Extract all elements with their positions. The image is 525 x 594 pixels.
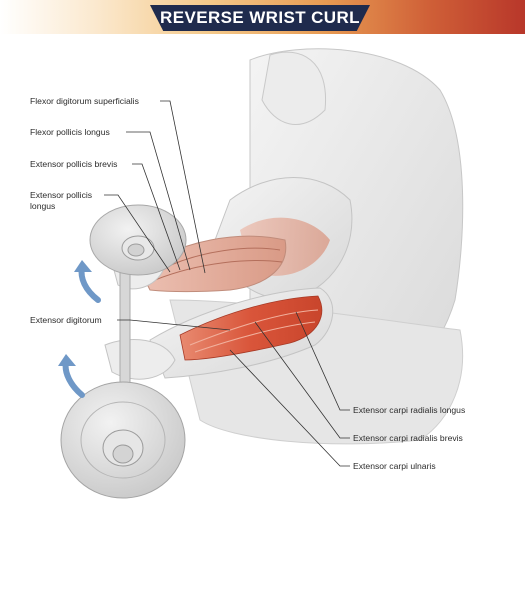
label-extensor-carpi-radialis-longus: Extensor carpi radialis longus [353, 405, 466, 415]
page-title: REVERSE WRIST CURL [160, 8, 360, 27]
header-banner: REVERSE WRIST CURL [0, 0, 525, 34]
label-flexor-pollicis-longus: Flexor pollicis longus [30, 127, 110, 137]
label-extensor-pollicis-brevis: Extensor pollicis brevis [30, 159, 118, 169]
upper-plate [89, 204, 187, 276]
leader-lines [104, 100, 350, 467]
label-extensor-pollicis-longus: Extensor pollicis [30, 190, 93, 200]
anatomy-illustration [58, 48, 464, 499]
lower-forearm [149, 287, 334, 379]
label-extensor-carpi-ulnaris: Extensor carpi ulnaris [353, 461, 436, 471]
lower-plate [60, 381, 186, 499]
label-extensor-digitorum: Extensor digitorum [30, 315, 102, 325]
label-extensor-pollicis-longus-line2: longus [30, 201, 56, 211]
curved-up-arrow-icon [58, 354, 85, 398]
label-extensor-carpi-radialis-brevis: Extensor carpi radialis brevis [353, 433, 463, 443]
curved-up-arrow-icon [74, 260, 101, 303]
label-flexor-digitorum-superficialis: Flexor digitorum superficialis [30, 96, 139, 106]
extensor-muscle-group [179, 295, 323, 361]
title-badge: REVERSE WRIST CURL [150, 5, 370, 31]
